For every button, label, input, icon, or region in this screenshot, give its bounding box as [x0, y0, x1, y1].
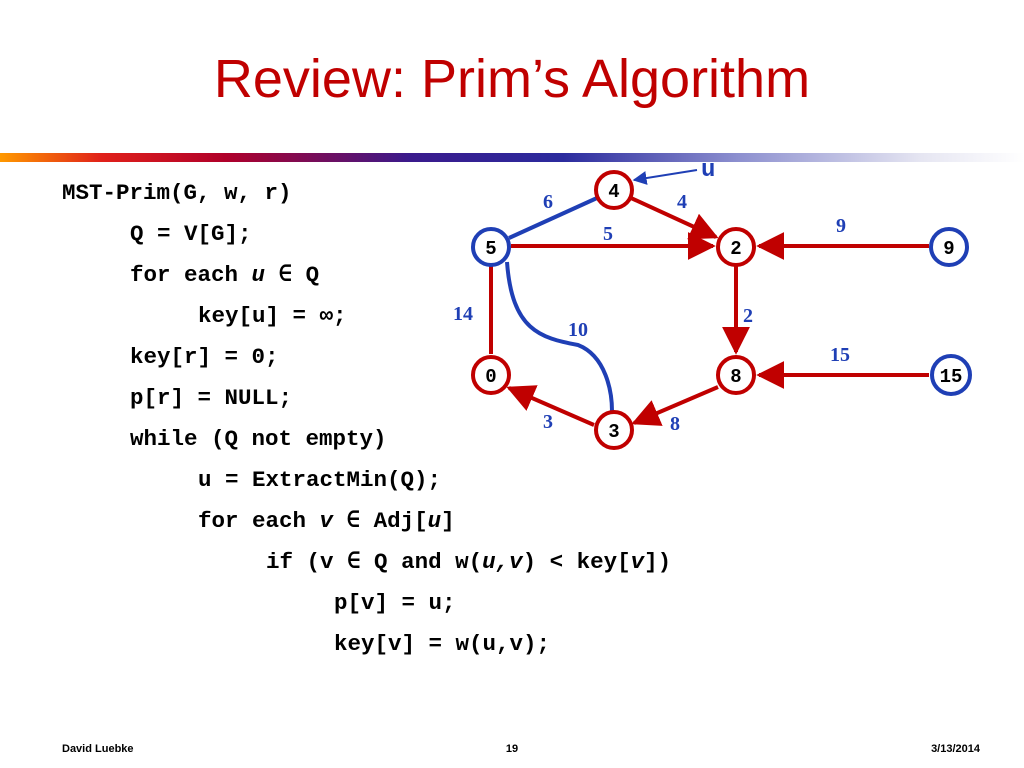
node-key: 8	[730, 366, 741, 388]
edge-weight: 8	[670, 413, 680, 435]
code-text: ])	[644, 549, 672, 575]
code-line: key[u] = ∞;	[198, 303, 347, 329]
node-2: 2	[716, 227, 756, 267]
code-text: ) < key[	[522, 549, 631, 575]
code-text: for each	[198, 508, 320, 534]
code-text: ]	[441, 508, 455, 534]
code-var: v	[630, 549, 645, 575]
code-var: v	[319, 508, 334, 534]
code-line: key[r] = 0;	[130, 344, 279, 370]
edge-4-2	[630, 196, 719, 240]
node-key: 5	[485, 238, 496, 260]
node-0: 0	[471, 355, 511, 395]
edge-weight: 4	[677, 191, 687, 213]
code-line: key[v] = w(u,v);	[334, 631, 551, 657]
edge-weight: 15	[830, 344, 850, 366]
node-15: 15	[930, 354, 972, 396]
node-5: 5	[471, 227, 511, 267]
node-4: 4	[594, 170, 634, 210]
code-line: u = ExtractMin(Q);	[198, 467, 442, 493]
code-var: u	[251, 262, 266, 288]
edge-weight: 9	[836, 215, 846, 237]
node-key: 9	[943, 238, 954, 260]
edge-8-3	[631, 385, 719, 426]
pseudocode-block: MST-Prim(G, w, r) Q = V[G]; for each u ∈…	[62, 176, 671, 668]
footer-date: 3/13/2014	[931, 743, 980, 755]
title-gradient-bar	[0, 153, 1024, 162]
slide-title: Review: Prim’s Algorithm	[213, 49, 811, 109]
edge-weight: 3	[543, 411, 553, 433]
code-line: if (v ∈ Q and w(u,v) < key[v])	[62, 545, 671, 586]
code-line: while (Q not empty)	[130, 426, 387, 452]
footer-author: David Luebke	[62, 743, 134, 755]
code-var: u,v	[482, 549, 523, 575]
node-9: 9	[929, 227, 969, 267]
code-text: ∈ Q	[265, 262, 320, 288]
node-key: 0	[485, 366, 496, 388]
node-8: 8	[716, 355, 756, 395]
edge-weight: 2	[743, 305, 753, 327]
code-line: p[r] = NULL;	[130, 385, 293, 411]
code-text: ∈ Adj[	[333, 508, 428, 534]
code-line: p[v] = u;	[334, 590, 456, 616]
edge-weight: 5	[603, 223, 613, 245]
edge-5-3	[505, 261, 614, 412]
edge-weight: 6	[543, 191, 553, 213]
node-key: 4	[608, 181, 619, 203]
code-text: for each	[130, 262, 252, 288]
code-line: MST-Prim(G, w, r)	[62, 180, 292, 206]
edge-5-4	[508, 196, 598, 240]
pointer-label: u	[701, 157, 715, 184]
edge-3-0	[506, 385, 595, 427]
node-key: 2	[730, 238, 741, 260]
code-line: for each v ∈ Adj[u]	[62, 504, 671, 545]
edge-weight: 14	[453, 303, 473, 325]
node-key: 15	[940, 366, 963, 388]
footer-page-number: 19	[505, 743, 519, 755]
code-var: u	[427, 508, 442, 534]
pointer-arrow	[632, 169, 698, 185]
code-line: for each u ∈ Q	[62, 258, 671, 299]
node-key: 3	[608, 421, 619, 443]
code-text: if (v ∈ Q and w(	[266, 549, 483, 575]
code-line: Q = V[G];	[130, 221, 252, 247]
node-3: 3	[594, 410, 634, 450]
edge-weight: 10	[568, 319, 588, 341]
